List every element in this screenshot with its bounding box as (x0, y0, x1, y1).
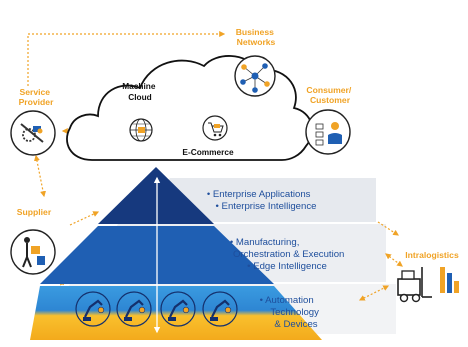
consumer-label-line2: Customer (310, 95, 351, 105)
arrow-service-down (33, 154, 47, 198)
e-commerce-label: E-Commerce (182, 147, 234, 157)
supplier-node: Supplier (10, 207, 56, 275)
svg-text:Service Provider: Service Provider (19, 87, 55, 107)
business-networks-label-line1: Business (236, 27, 274, 37)
middle-layer-line2: Orchestration & Execution (233, 249, 344, 260)
worker-icon (10, 229, 56, 275)
robot-arm-icon (75, 291, 111, 327)
consumer-label-line1: Consumer/ (306, 85, 351, 95)
forklift-icon (397, 267, 459, 303)
bottom-layer-line3: & Devices (274, 319, 317, 330)
gear-wrench-icon (10, 110, 56, 156)
machine-cloud: Machine Cloud E-Commerce (66, 55, 314, 161)
svg-text:Machine Cloud: Machine Cloud (122, 81, 158, 102)
intralogistics-node: Intralogistics (397, 250, 459, 303)
bottom-layer-line1: • Automation (260, 295, 314, 306)
robot-arm-icon (160, 291, 196, 327)
robot-arm-icon (116, 291, 152, 327)
service-provider-label-line2: Provider (19, 97, 55, 107)
layer-descriptions: • Enterprise Applications • Enterprise I… (207, 189, 347, 330)
automation-pyramid (30, 167, 322, 340)
top-layer-line1: • Enterprise Applications (207, 189, 311, 200)
cloud-label-line1: Machine (122, 81, 156, 91)
svg-text:• Manufacturing, Orchest: • Manufacturing, Orchestration & Executi… (230, 237, 347, 272)
shopping-cart-icon (202, 115, 228, 141)
service-provider-label-line1: Service (20, 87, 51, 97)
arrow-service-to-networks (27, 31, 226, 86)
cloud-shape (66, 55, 314, 161)
service-provider-node: Service Provider (10, 87, 56, 156)
arrow-logistics-bottom (358, 285, 390, 301)
intralogistics-label: Intralogistics (405, 250, 459, 260)
consumer-customer-node: Consumer/ Customer (305, 85, 353, 155)
bottom-layer-line2: Technology (270, 307, 319, 318)
arrow-logistics-middle (385, 253, 403, 267)
business-networks-node: Business Networks (234, 27, 277, 97)
svg-text:• Automation Technology: • Automation Technology & Devices (260, 295, 322, 330)
robot-arm-icon (202, 291, 238, 327)
business-networks-label-line2: Networks (237, 37, 276, 47)
supplier-label: Supplier (17, 207, 52, 217)
svg-text:Business Networks: Business Networks (236, 27, 277, 47)
middle-layer-line1: • Manufacturing, (230, 237, 300, 248)
svg-text:Consumer/ Customer: Consumer/ Customer (306, 85, 353, 105)
network-globe-icon (129, 118, 153, 142)
customer-icon (305, 109, 351, 155)
svg-text:• Enterprise Applications: • Enterprise Applications • Enterprise I… (207, 189, 317, 212)
top-layer-line2: • Enterprise Intelligence (216, 201, 317, 212)
cloud-label-line2: Cloud (128, 92, 152, 102)
arrow-supplier-top (69, 211, 100, 226)
middle-layer-line3: • Edge Intelligence (247, 261, 327, 272)
network-hub-icon (234, 55, 276, 97)
pyramid-bottom-layer (30, 286, 322, 340)
